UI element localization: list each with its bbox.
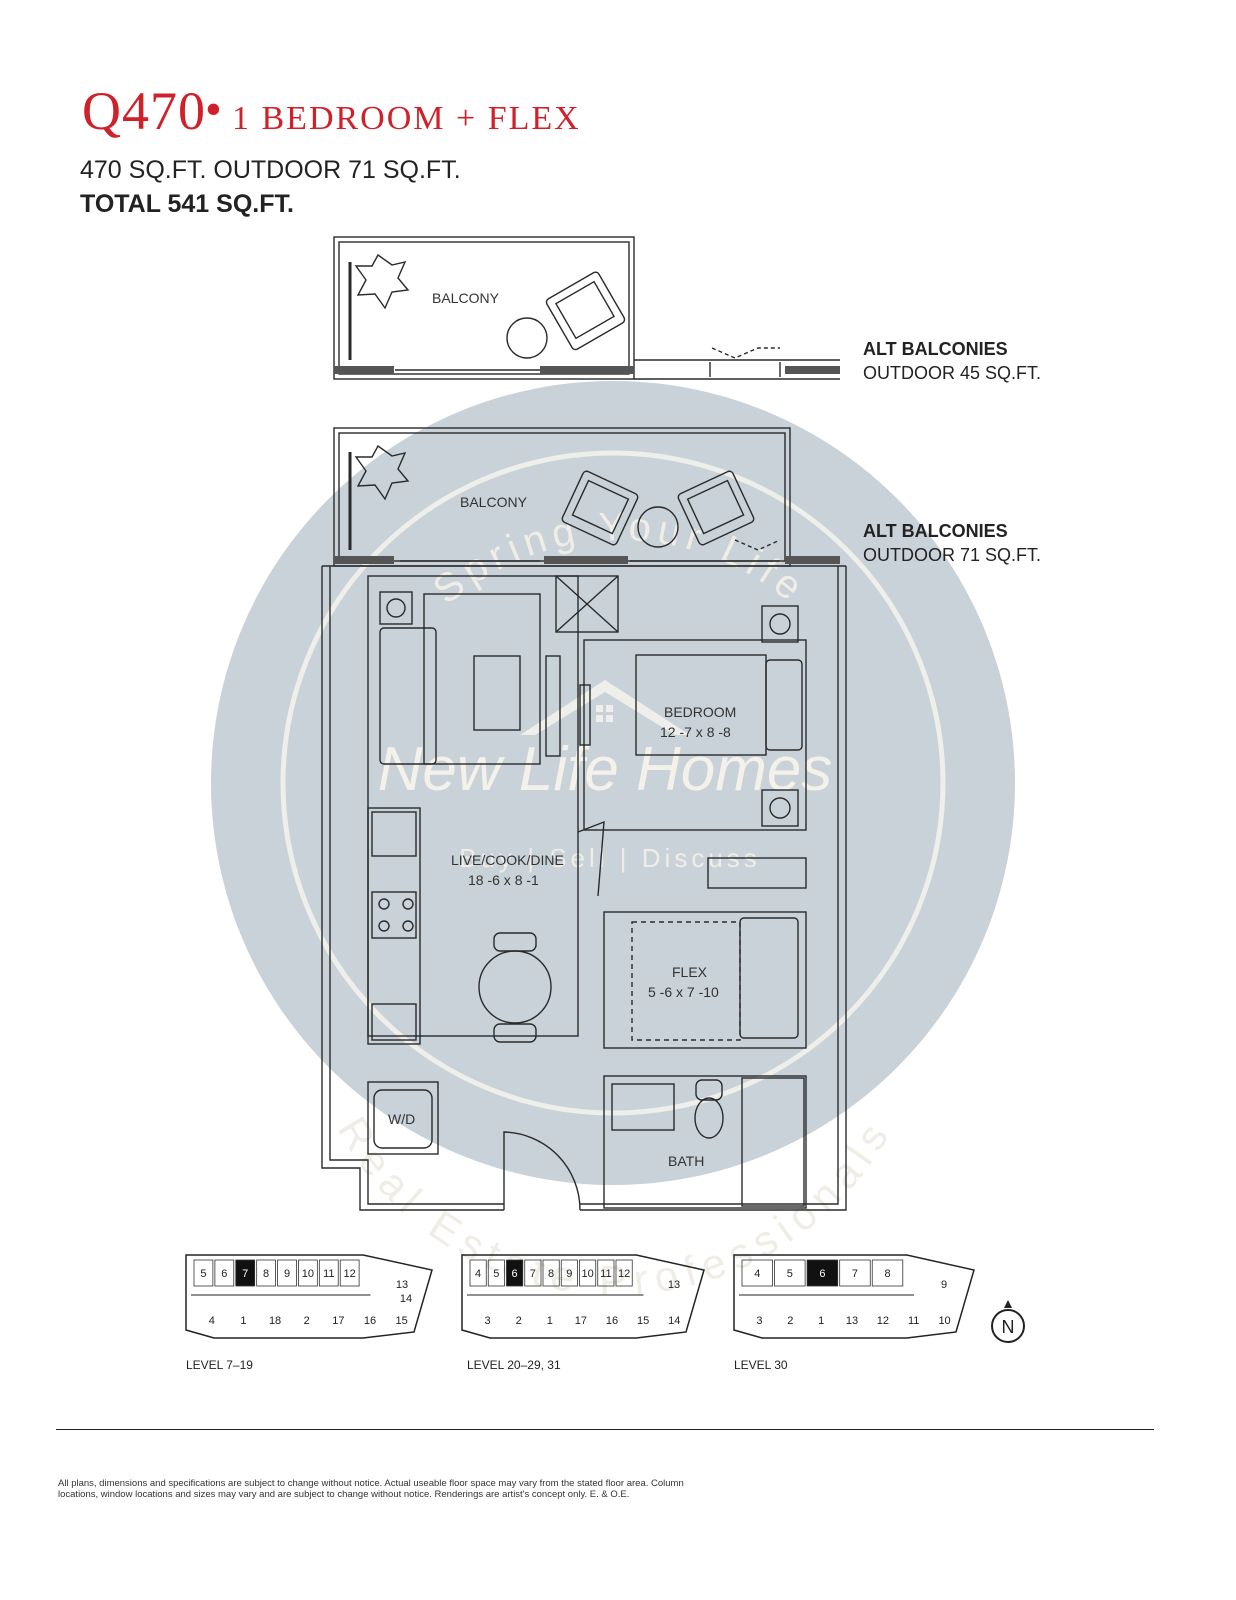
label-live-dims: 18 -6 x 8 -1 [468,872,539,888]
unit-type: 1 BEDROOM + FLEX [232,100,581,137]
watermark-house-icon [520,680,690,735]
watermark-circle [211,381,1015,1185]
footer-rule [56,1429,1154,1430]
alt-balcony-detail-1: OUTDOOR 45 SQ.FT. [863,363,1042,383]
watermark-brand: New Life Homes [378,735,833,804]
disclaimer: All plans, dimensions and specifications… [58,1478,958,1500]
total-area: TOTAL 541 SQ.FT. [80,190,294,218]
plant-icon [354,253,410,310]
label-balcony-top: BALCONY [432,290,499,306]
label-live-cook-dine: LIVE/COOK/DINE [451,852,564,868]
plant-icon-2 [354,444,410,501]
north-label: N [1002,1317,1015,1337]
key-plan-label-3: LEVEL 30 [734,1358,788,1372]
label-flex-dims: 5 -6 x 7 -10 [648,984,719,1000]
disclaimer-line-1: All plans, dimensions and specifications… [58,1478,684,1489]
alt-balcony-heading-2: ALT BALCONIES [863,521,1008,541]
watermark-tagline: Buy | Sell | Discuss [459,843,761,873]
label-bedroom: BEDROOM [664,704,737,720]
alt-balcony-detail-2: OUTDOOR 71 SQ.FT. [863,545,1042,565]
label-wd: W/D [388,1111,416,1127]
key-plan-label-1: LEVEL 7–19 [186,1358,253,1372]
key-plan-label-2: LEVEL 20–29, 31 [467,1358,561,1372]
label-flex: FLEX [672,964,708,980]
label-balcony-main: BALCONY [460,494,527,510]
chair-icon [545,271,626,351]
north-arrow-icon: N [991,1300,1025,1343]
alt-balcony-45 [333,236,840,380]
unit-plan [321,427,847,1211]
label-bedroom-dims: 12 -7 x 8 -8 [660,724,731,740]
alt-balcony-heading-1: ALT BALCONIES [863,339,1008,359]
label-bath: BATH [668,1153,705,1169]
unit-code: Q470 [82,81,206,141]
area-summary: 470 SQ.FT. OUTDOOR 71 SQ.FT. [80,156,461,184]
title-bullet: • [205,83,222,136]
disclaimer-line-2: locations, window locations and sizes ma… [58,1489,630,1500]
watermark-ring [280,450,946,1116]
